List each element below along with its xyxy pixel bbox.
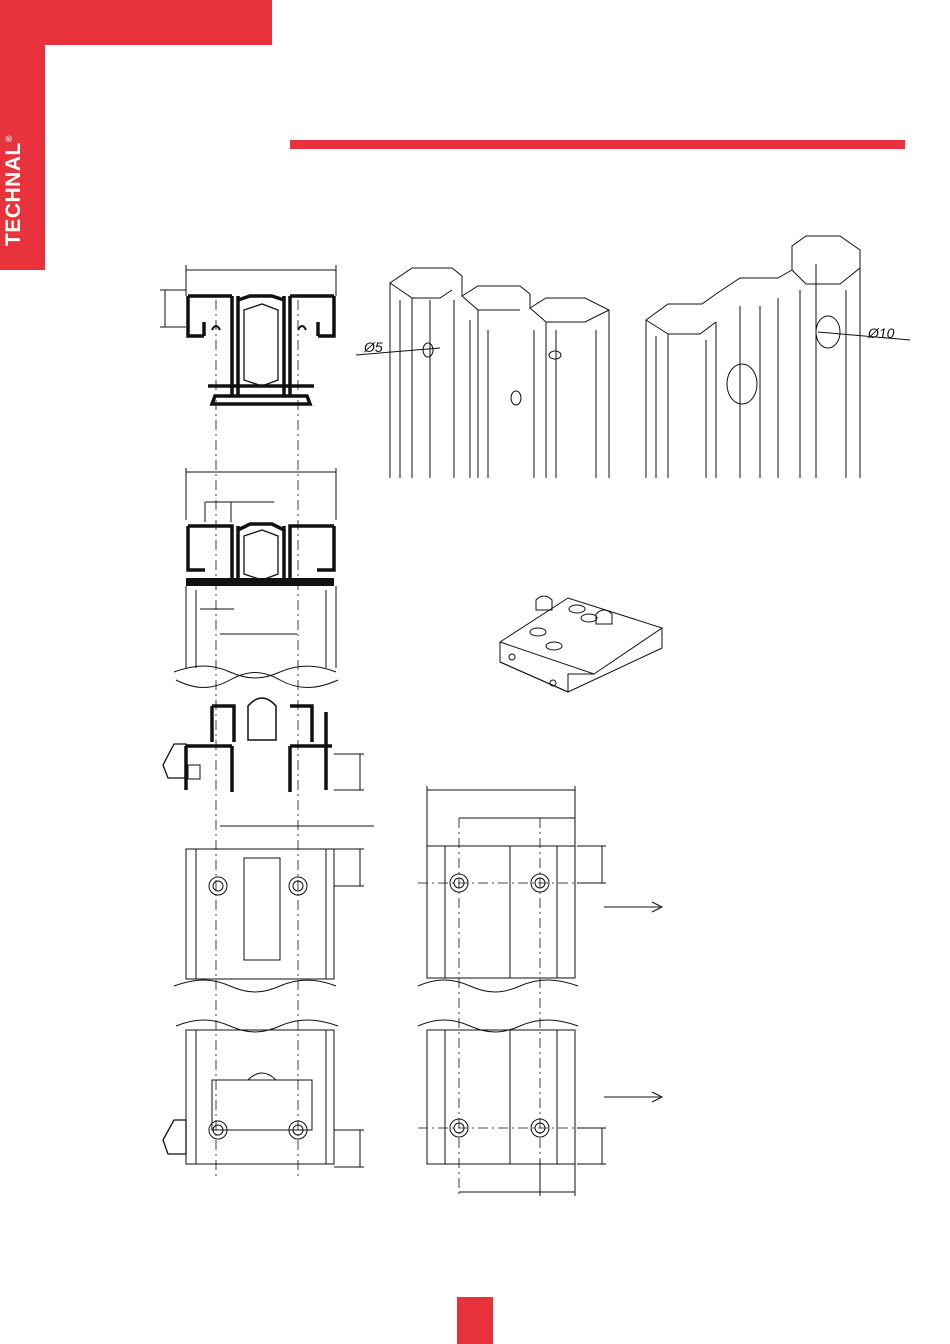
isometric-profile-large-hole xyxy=(646,236,910,478)
page-tab xyxy=(457,1297,493,1344)
hole-label-large: Ø10 xyxy=(867,325,895,341)
hole-label-small: Ø5 xyxy=(363,339,383,355)
centre-lines-right xyxy=(418,818,578,1196)
elevation-left xyxy=(163,849,364,1167)
connector-block xyxy=(500,596,662,692)
profile-assembly xyxy=(163,698,374,826)
profile-section-top xyxy=(160,265,336,404)
isometric-profile-small-hole xyxy=(356,268,609,478)
profile-elevation-1 xyxy=(174,468,338,688)
